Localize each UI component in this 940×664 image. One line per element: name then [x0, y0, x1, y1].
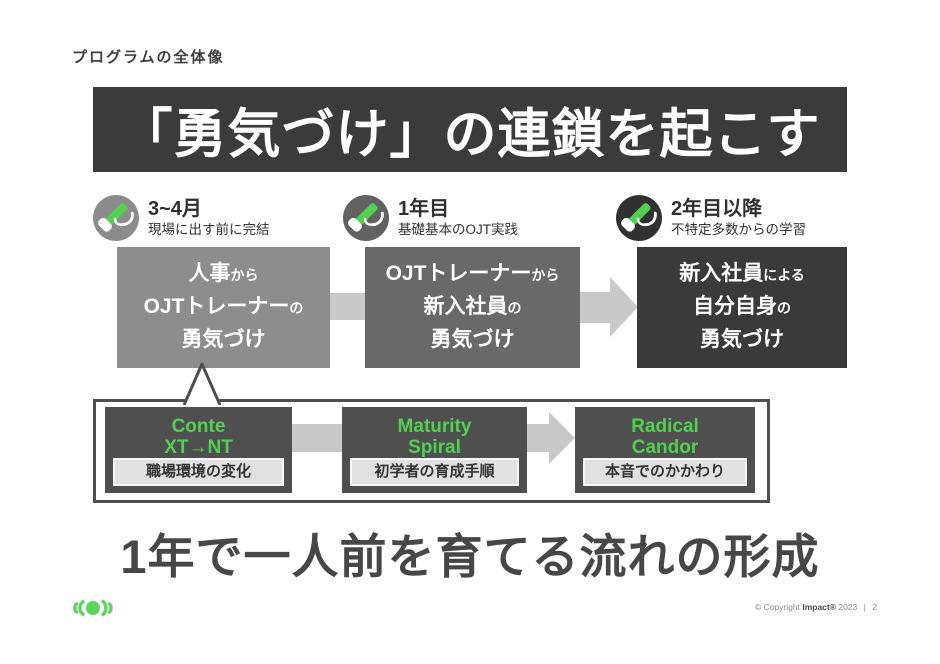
copyright-text: © Copyright Impact® 2023 | 2 [755, 602, 877, 612]
copyright-separator: | [863, 602, 866, 612]
method-box-radical-candor: Radical Candor 本音でのかかわり [575, 407, 755, 493]
flow-line-suffix: の [289, 300, 304, 316]
flow-line-suffix: から [230, 267, 259, 283]
callout-pointer [182, 362, 222, 405]
phase-title: 3~4月 [148, 198, 202, 221]
flow-box-trainer: OJTトレーナーから 新入社員の 勇気づけ [365, 247, 580, 368]
connector-arrow-shaft [580, 292, 610, 323]
method-title: Radical Candor [575, 407, 755, 458]
method-title-line1: Maturity [397, 416, 472, 437]
connector-band [330, 293, 365, 320]
flow-line-suffix: から [531, 267, 560, 283]
bottom-headline: 1年で一人前を育てる流れの形成 [120, 530, 820, 583]
phase-subtitle: 基礎基本のOJT実践 [398, 222, 518, 238]
method-label: 職場環境の変化 [113, 458, 284, 486]
copyright-prefix: © Copyright [754, 602, 800, 612]
phase-header-1: 3~4月 現場に出す前に完結 [93, 195, 270, 241]
phase-title: 1年目 [398, 198, 450, 221]
method-title-line1: Radical [631, 416, 699, 437]
flow-line-suffix: による [763, 267, 805, 283]
phase-header-2: 1年目 基礎基本のOJT実践 [343, 195, 518, 241]
method-label: 本音でのかかわり [583, 458, 747, 486]
handshake-icon [616, 195, 662, 241]
flow-line-suffix: の [507, 300, 522, 316]
flow-line-main: 新入社員 [679, 262, 764, 285]
flow-line-main: 自分自身 [693, 295, 777, 318]
method-title-line2: XT→NT [164, 437, 233, 458]
method-box-context: Conte XT→NT 職場環境の変化 [105, 407, 292, 493]
handshake-icon [93, 195, 139, 241]
copyright-brand: Impact® [802, 602, 836, 612]
flow-box-hr: 人事から OJTトレーナーの 勇気づけ [117, 247, 330, 368]
flow-box-newhire: 新入社員による 自分自身の 勇気づけ [637, 247, 847, 368]
connector-arrow-head [610, 277, 638, 337]
method-connector-band [292, 424, 342, 452]
phase-title: 2年目以降 [671, 198, 763, 221]
copyright-year: 2023 [838, 602, 858, 612]
impact-logo-icon [73, 599, 113, 617]
phase-header-3: 2年目以降 不特定多数からの学習 [616, 195, 806, 241]
phase-subtitle: 不特定多数からの学習 [671, 222, 806, 238]
method-label: 初学者の育成手順 [350, 458, 519, 486]
method-connector-arrow-shaft [527, 424, 549, 452]
flow-line-main: OJTトレーナー [143, 295, 290, 318]
flow-line-main: 新入社員 [423, 295, 508, 318]
page-kicker: プログラムの全体像 [72, 49, 225, 66]
handshake-icon [343, 195, 389, 241]
method-title-line2: Candor [631, 437, 699, 458]
flow-line-main: 人事 [188, 262, 231, 285]
flow-line-main: 勇気づけ [700, 328, 784, 351]
method-title: Maturity Spiral [342, 407, 527, 458]
flow-line-main: 勇気づけ [430, 328, 515, 351]
method-connector-arrow-head [549, 412, 575, 464]
method-title-line2: Spiral [408, 437, 461, 458]
phase-subtitle: 現場に出す前に完結 [148, 222, 270, 238]
banner-title: 「勇気づけ」の連鎖を起こす [93, 87, 847, 172]
method-title: Conte XT→NT [105, 407, 292, 458]
method-title-line1: Conte [171, 416, 226, 437]
page-number: 2 [872, 602, 877, 612]
banner-title-text: 「勇気づけ」の連鎖を起こす [119, 104, 821, 164]
flow-line-suffix: の [777, 300, 791, 316]
flow-line-main: OJTトレーナー [385, 262, 532, 285]
method-box-maturity-spiral: Maturity Spiral 初学者の育成手順 [342, 407, 527, 493]
flow-line-main: 勇気づけ [181, 328, 266, 351]
